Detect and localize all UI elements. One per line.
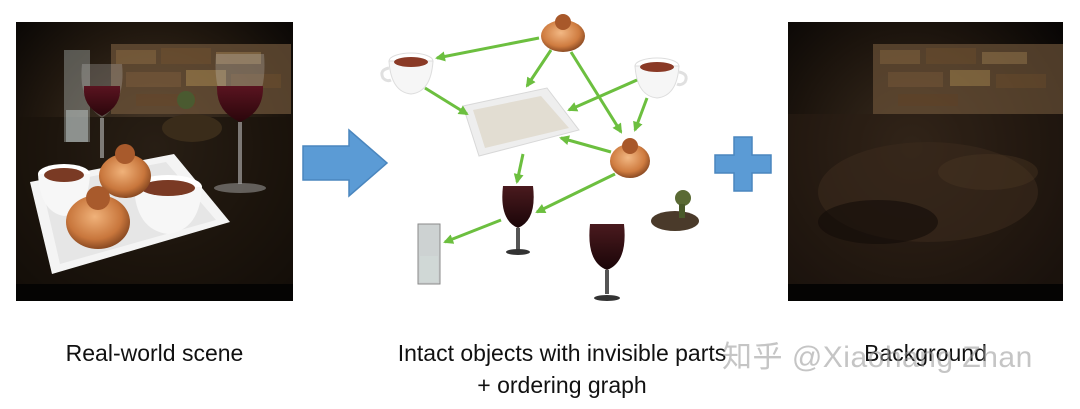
bun-object-right — [610, 138, 650, 178]
wine-glass-object-middle — [502, 186, 533, 255]
diagram-caption-line1: Intact objects with invisible parts — [352, 337, 772, 369]
water-glass-object — [418, 224, 440, 284]
wine-glass-object-bottom — [589, 224, 624, 301]
plus-icon — [713, 135, 773, 193]
scene-caption-text: Real-world scene — [66, 340, 244, 366]
background-image — [788, 22, 1063, 301]
ordering-graph-diagram — [375, 6, 705, 308]
real-world-scene-image — [16, 22, 293, 301]
scene-caption: Real-world scene — [16, 337, 293, 369]
watermark: 知乎 @Xiaohang Zhan — [722, 340, 1033, 376]
bun-object-top — [541, 14, 585, 52]
diagram-caption-line2: + ordering graph — [352, 369, 772, 401]
diagram-caption: Intact objects with invisible parts + or… — [352, 337, 772, 401]
cup-object-right — [635, 58, 686, 98]
snail-object — [651, 190, 699, 231]
